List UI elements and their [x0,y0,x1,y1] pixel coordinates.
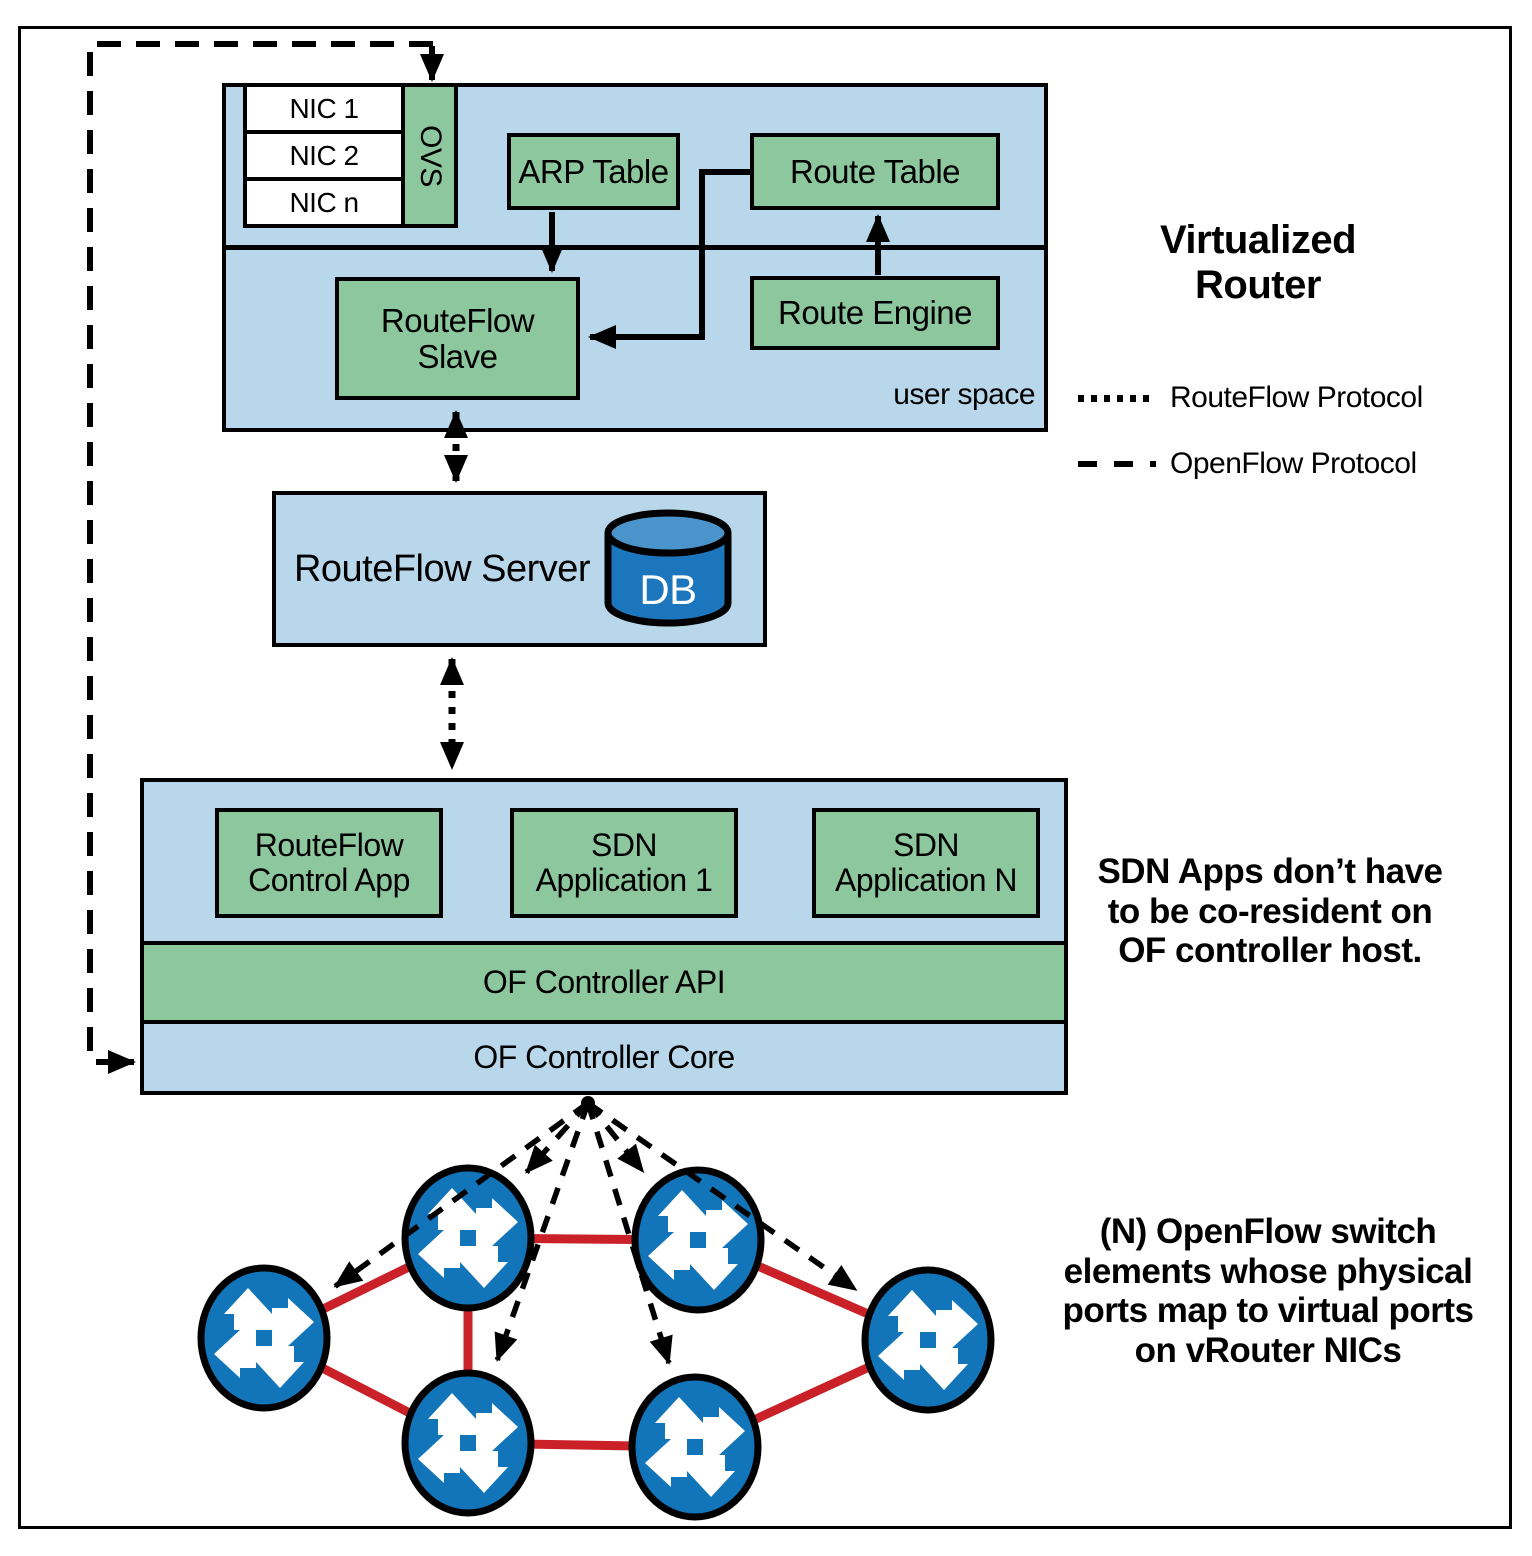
routeflow-server-label: RouteFlow Server [293,547,591,590]
sdn-application-n-box: SDN Application N [812,808,1040,918]
sdn-application-1-label: SDN Application 1 [535,827,713,898]
route-table-box: Route Table [750,133,1000,210]
sdn-apps-note: SDN Apps don’t have to be co-resident on… [1097,852,1443,971]
route-table-label: Route Table [789,152,961,190]
legend-routeflow-protocol-label: RouteFlow Protocol [1170,381,1423,414]
of-controller-api-label: OF Controller API [482,964,726,1001]
of-controller-api-band: OF Controller API [140,941,1068,1024]
dashed-line-sample [1078,461,1156,467]
sdn-application-1-box: SDN Application 1 [510,808,738,918]
ovs-box: OVS [401,83,458,228]
routeflow-slave-label: RouteFlow Slave [380,301,535,375]
route-engine-label: Route Engine [778,294,972,332]
legend-openflow-protocol-label: OpenFlow Protocol [1170,447,1417,480]
virtualized-router-title: Virtualized Router [1159,218,1357,308]
user-space-label: user space [893,378,1035,411]
nic-1-label: NIC 1 [289,92,359,124]
ovs-label: OVS [413,124,447,187]
arp-table-label: ARP Table [518,152,669,190]
nic-1-box: NIC 1 [243,83,405,134]
route-engine-box: Route Engine [750,276,1000,350]
nic-n-box: NIC n [243,177,405,228]
routeflow-slave-box: RouteFlow Slave [335,277,580,400]
of-controller-core-band: OF Controller Core [473,1039,735,1075]
dotted-line-sample [1078,394,1156,402]
kernel-userspace-divider [222,245,1048,250]
nic-2-label: NIC 2 [289,139,359,171]
legend-routeflow-protocol: RouteFlow Protocol [1078,381,1423,415]
nic-n-label: NIC n [289,186,359,218]
openflow-switch-note: (N) OpenFlow switch elements whose physi… [1062,1212,1474,1370]
sdn-application-n-label: SDN Application N [834,827,1018,898]
db-label: DB [639,566,697,613]
nic-2-box: NIC 2 [243,130,405,181]
legend-openflow-protocol: OpenFlow Protocol [1078,447,1417,481]
arp-table-box: ARP Table [507,133,680,210]
routeflow-control-app-box: RouteFlow Control App [215,808,443,918]
routeflow-control-app-label: RouteFlow Control App [248,827,410,898]
